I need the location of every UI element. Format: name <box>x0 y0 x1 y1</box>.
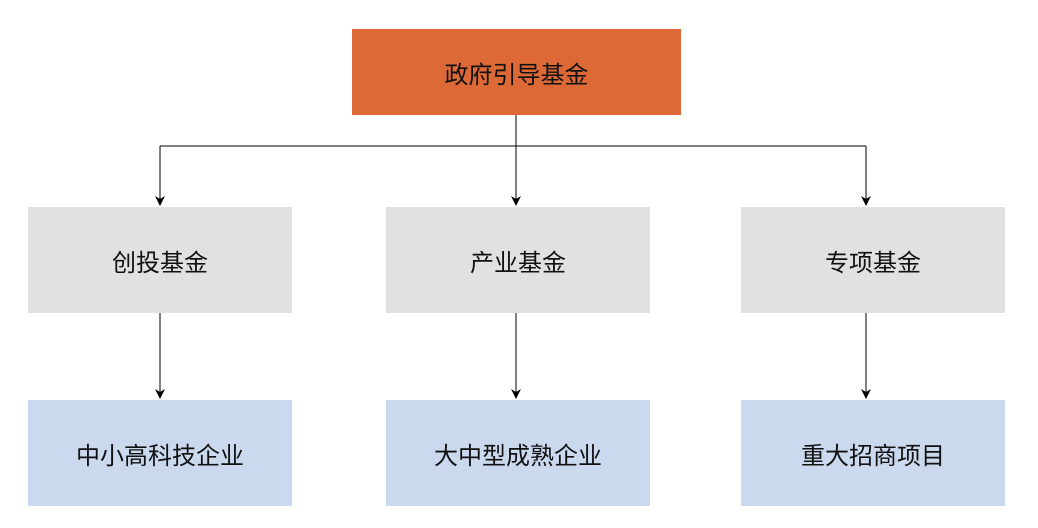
root-node-label: 政府引导基金 <box>444 60 589 89</box>
level2-node-chanye: 产业基金 <box>386 207 650 313</box>
level2-node-label: 产业基金 <box>470 248 566 277</box>
level2-node-chuangtou: 创投基金 <box>28 207 292 313</box>
level2-node-zhuanxiang: 专项基金 <box>741 207 1005 313</box>
level3-node-dazhong: 大中型成熟企业 <box>386 400 650 506</box>
root-node: 政府引导基金 <box>352 29 681 115</box>
level3-node-label: 大中型成熟企业 <box>434 441 602 470</box>
level3-node-label: 重大招商项目 <box>801 441 945 470</box>
level3-node-zhongxiao: 中小高科技企业 <box>28 400 292 506</box>
level2-node-label: 创投基金 <box>112 248 208 277</box>
level2-node-label: 专项基金 <box>825 248 921 277</box>
level3-node-label: 中小高科技企业 <box>76 441 244 470</box>
level3-node-zhongda: 重大招商项目 <box>741 400 1005 506</box>
